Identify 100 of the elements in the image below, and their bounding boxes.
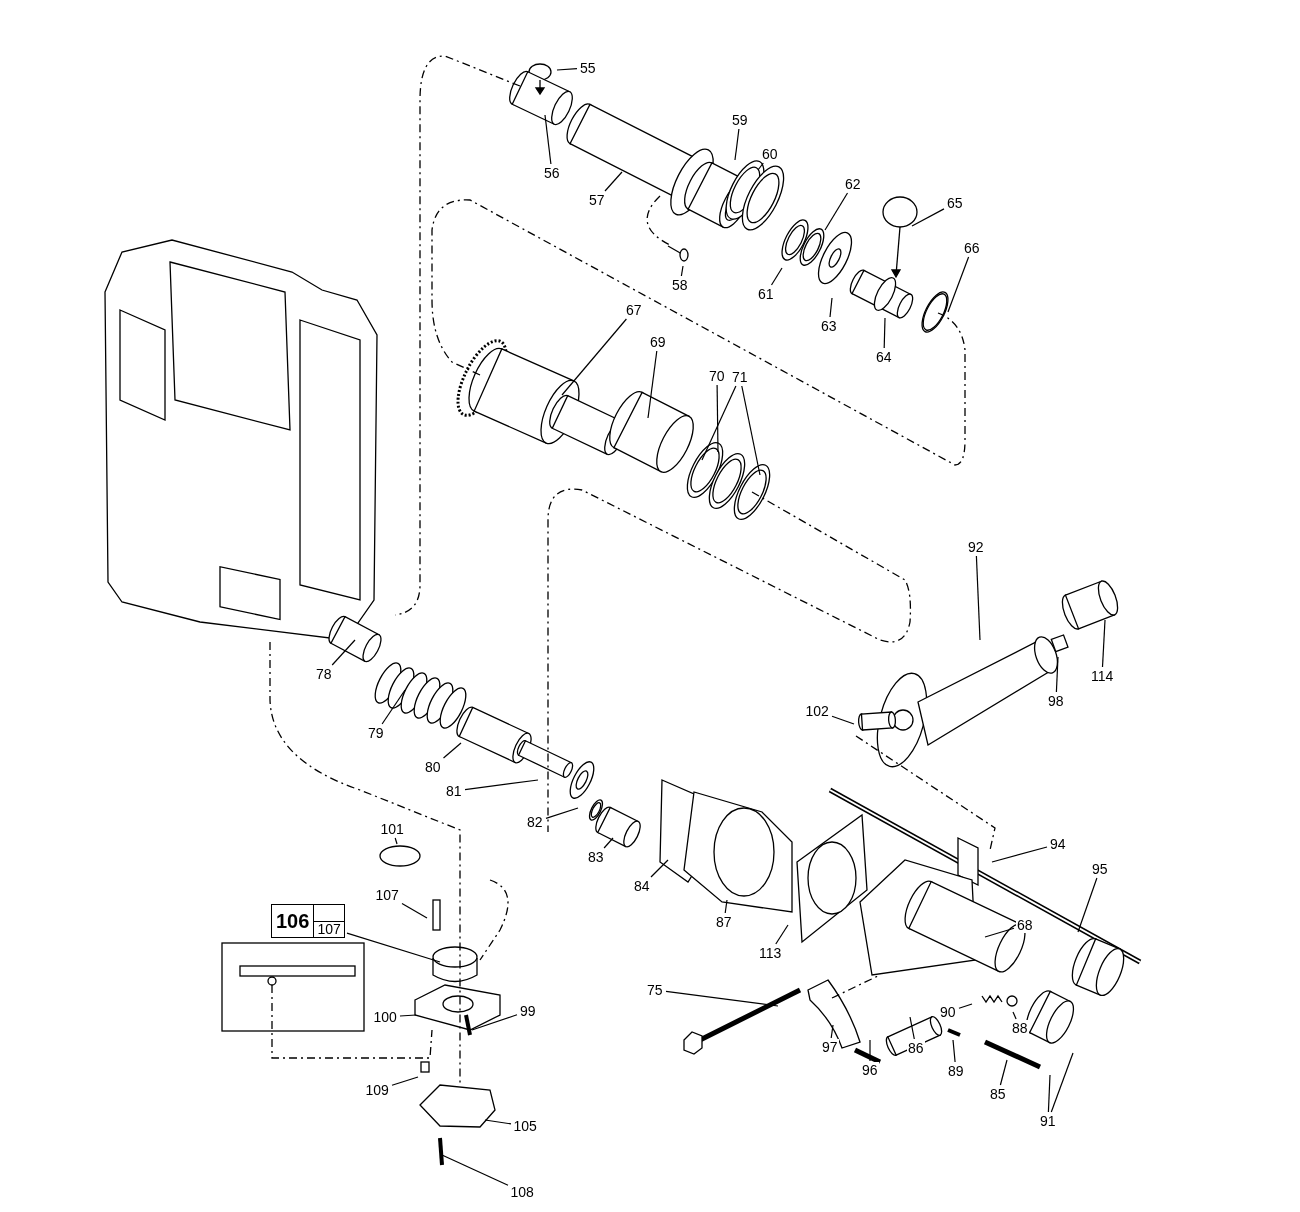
callout-number: 85 bbox=[989, 1086, 1007, 1102]
leader-line bbox=[665, 990, 779, 1007]
leader-line bbox=[869, 1039, 871, 1062]
callout-number: 109 bbox=[364, 1082, 390, 1098]
callout-number: 95 bbox=[1091, 861, 1109, 877]
callout-number: 75 bbox=[646, 982, 664, 998]
callout-number: 86 bbox=[907, 1040, 925, 1056]
leader-line bbox=[734, 128, 740, 161]
leader-line bbox=[883, 317, 886, 349]
callout-number: 114 bbox=[1090, 668, 1115, 684]
callout-number: 102 bbox=[804, 703, 830, 719]
callout-number: 89 bbox=[947, 1063, 965, 1079]
leader-line bbox=[394, 837, 398, 845]
callout-number: 87 bbox=[715, 914, 733, 930]
callout-number: 66 bbox=[963, 240, 981, 256]
callout-number: 107 bbox=[374, 887, 400, 903]
leader-line bbox=[984, 927, 1015, 938]
callout-number: 96 bbox=[861, 1062, 879, 1078]
leader-line bbox=[975, 555, 981, 641]
callout-number: 88 bbox=[1011, 1020, 1029, 1036]
leader-line bbox=[829, 297, 833, 318]
leader-line bbox=[346, 932, 441, 963]
leader-line bbox=[716, 384, 719, 453]
callout-number: 78 bbox=[315, 666, 333, 682]
leader-line bbox=[909, 1016, 915, 1040]
leader-line bbox=[442, 742, 462, 759]
callout-number: 57 bbox=[588, 192, 606, 208]
callout-number: 71 bbox=[731, 369, 749, 385]
callout-number: 98 bbox=[1047, 693, 1065, 709]
leader-line bbox=[770, 267, 783, 286]
leader-line bbox=[947, 256, 970, 313]
leader-line bbox=[647, 350, 658, 419]
leader-line bbox=[401, 902, 428, 919]
callout-number: 81 bbox=[445, 783, 463, 799]
leader-line bbox=[757, 162, 764, 171]
callout-number: 68 bbox=[1016, 917, 1034, 933]
callout-number: 106 bbox=[272, 905, 315, 937]
leader-line bbox=[603, 837, 614, 849]
leader-line bbox=[471, 1014, 518, 1031]
leader-line bbox=[958, 1003, 973, 1009]
callout-number: 113 bbox=[758, 945, 783, 961]
callout-number: 80 bbox=[424, 759, 442, 775]
callout-number: 107 bbox=[314, 921, 344, 937]
leader-line bbox=[741, 385, 761, 476]
callout-number: 90 bbox=[939, 1004, 957, 1020]
leader-line bbox=[1055, 656, 1059, 693]
leader-line bbox=[561, 318, 627, 396]
leader-line bbox=[999, 1059, 1008, 1086]
callout-number: 79 bbox=[367, 725, 385, 741]
callout-number: 83 bbox=[587, 849, 605, 865]
leader-line bbox=[724, 899, 728, 914]
callout-number: 97 bbox=[821, 1039, 839, 1055]
leader-line bbox=[911, 208, 945, 227]
leader-line bbox=[824, 192, 849, 231]
callout-number: 63 bbox=[820, 318, 838, 334]
callout-number: 82 bbox=[526, 814, 544, 830]
callout-number: 56 bbox=[543, 165, 561, 181]
callout-number: 65 bbox=[946, 195, 964, 211]
leader-line bbox=[399, 1014, 417, 1017]
leader-line bbox=[831, 715, 855, 725]
callout-number: 70 bbox=[708, 368, 726, 384]
callout-number: 100 bbox=[372, 1009, 398, 1025]
callout-number: 55 bbox=[579, 60, 597, 76]
callout-number: 61 bbox=[757, 286, 775, 302]
leader-line bbox=[545, 807, 579, 819]
leader-line bbox=[484, 1119, 512, 1125]
leader-line bbox=[701, 385, 737, 461]
callout-number: 58 bbox=[671, 277, 689, 293]
leader-line bbox=[1050, 1052, 1074, 1113]
leader-line bbox=[544, 114, 552, 165]
leader-line bbox=[604, 171, 623, 192]
leader-line bbox=[830, 1024, 834, 1039]
leader-line bbox=[1077, 877, 1098, 933]
leader-line bbox=[1012, 1011, 1017, 1020]
leader-line bbox=[680, 265, 684, 277]
leader-line bbox=[556, 68, 578, 71]
callout-number: 101 bbox=[379, 821, 405, 837]
callout-number: 60 bbox=[761, 146, 779, 162]
leader-line bbox=[331, 639, 356, 666]
callout-number: 84 bbox=[633, 878, 651, 894]
callout-number: 59 bbox=[731, 112, 749, 128]
leader-line bbox=[775, 924, 789, 945]
leader-line bbox=[991, 846, 1048, 863]
callout-number: 67 bbox=[625, 302, 643, 318]
leader-line bbox=[381, 689, 406, 725]
leader-line bbox=[1101, 619, 1106, 668]
leader-line bbox=[650, 859, 669, 878]
leader-line bbox=[464, 779, 539, 791]
leader-line bbox=[391, 1076, 419, 1086]
callout-number: 99 bbox=[519, 1003, 537, 1019]
callout-number: 92 bbox=[967, 539, 985, 555]
callout-number: 91 bbox=[1039, 1113, 1057, 1129]
callout-number: 64 bbox=[875, 349, 893, 365]
leader-line bbox=[441, 1154, 509, 1186]
part-number-box bbox=[271, 904, 345, 938]
leader-line bbox=[1047, 1074, 1051, 1113]
callout-number: 108 bbox=[509, 1184, 535, 1200]
callout-number: 69 bbox=[649, 334, 667, 350]
leader-line bbox=[952, 1039, 956, 1063]
callout-number: 94 bbox=[1049, 836, 1067, 852]
